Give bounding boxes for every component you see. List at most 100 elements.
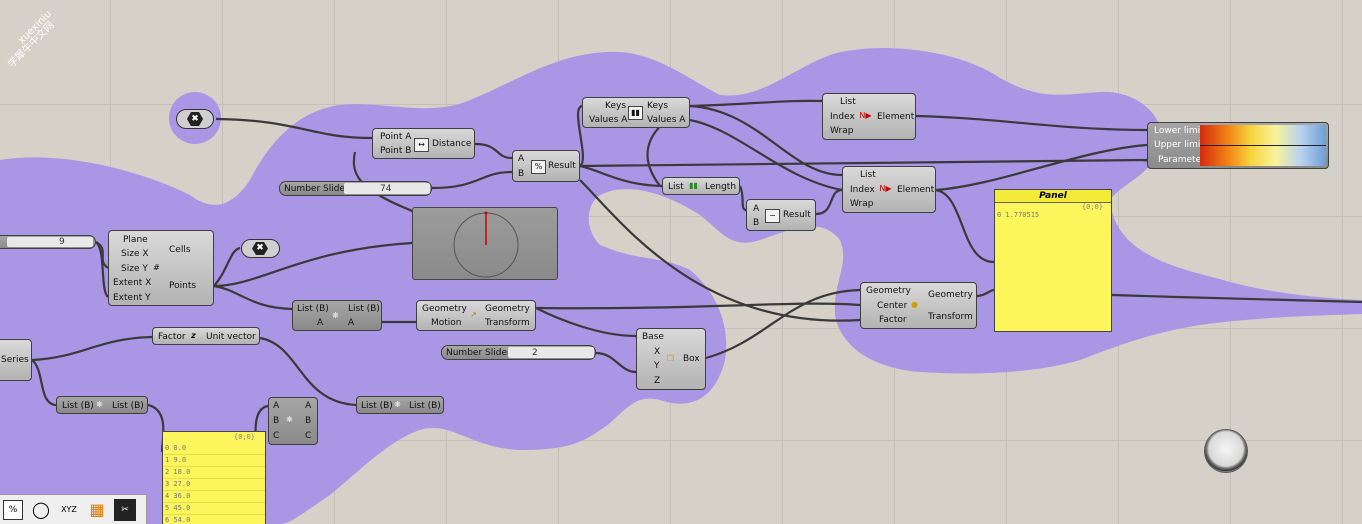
output-points[interactable]: Points	[169, 281, 197, 291]
geometry-tool-icon[interactable]: ◯	[32, 500, 50, 519]
output-geometry[interactable]: Geometry	[485, 304, 530, 314]
output-c[interactable]: C	[305, 431, 312, 441]
gradient-component[interactable]: Lower limit Upper limit Parameter	[1147, 122, 1329, 169]
output-keys[interactable]: Keys	[647, 101, 669, 111]
output-cells[interactable]: Cells	[169, 245, 191, 255]
input-index[interactable]: Index	[850, 185, 875, 195]
input-list-b[interactable]: List (B)	[297, 304, 329, 314]
output-b[interactable]: B	[305, 416, 312, 426]
number-slider-9[interactable]: 9	[0, 235, 96, 249]
gauge-preview[interactable]	[412, 207, 558, 280]
input-parameter[interactable]: Parameter	[1158, 155, 1205, 165]
output-list-b[interactable]: List (B)	[409, 401, 441, 411]
input-motion[interactable]: Motion	[431, 318, 462, 328]
slider-track[interactable]: 9	[7, 237, 93, 247]
input-values-a[interactable]: Values A	[589, 115, 628, 125]
output-transform[interactable]: Transform	[485, 318, 530, 328]
output-result[interactable]: Result	[783, 210, 811, 220]
panel-component[interactable]: Panel {0;0} 0 1.770515	[994, 189, 1112, 332]
input-list[interactable]: List	[668, 182, 684, 192]
hex-component-2[interactable]: ✖	[241, 239, 280, 258]
division-tool-icon[interactable]: %	[3, 500, 23, 520]
xyz-tool-icon[interactable]: XYZ	[61, 505, 77, 514]
number-slider-2[interactable]: Number Slider 2	[441, 345, 596, 360]
input-list-b[interactable]: List (B)	[361, 401, 393, 411]
output-transform[interactable]: Transform	[928, 312, 973, 322]
input-index[interactable]: Index	[830, 112, 855, 122]
input-size-y[interactable]: Size Y	[121, 264, 148, 274]
output-distance[interactable]: Distance	[432, 139, 472, 149]
input-b[interactable]: B	[518, 169, 525, 179]
output-values-a[interactable]: Values A	[647, 115, 686, 125]
grid-tool-icon[interactable]: ▦	[89, 500, 105, 519]
input-y[interactable]: Y	[654, 361, 660, 371]
output-list-b[interactable]: List (B)	[112, 401, 144, 411]
abc-component[interactable]: A B C ❋ A B C	[268, 397, 318, 445]
output-result[interactable]: Result	[548, 161, 576, 171]
input-c[interactable]: C	[273, 431, 280, 441]
input-x[interactable]: X	[654, 347, 661, 357]
tree-tool-icon[interactable]: ✂	[114, 499, 136, 521]
navigation-compass-icon[interactable]	[1205, 430, 1247, 472]
output-unit-vector[interactable]: Unit vector	[206, 332, 256, 342]
input-center[interactable]: Center	[877, 301, 908, 311]
hex-component-1[interactable]: ✖	[176, 109, 214, 129]
input-keys[interactable]: Keys	[605, 101, 627, 111]
cluster-group-shape[interactable]	[0, 48, 1362, 524]
input-a[interactable]: A	[273, 401, 280, 411]
input-list[interactable]: List	[860, 170, 876, 180]
input-wrap[interactable]: Wrap	[830, 126, 854, 136]
list-b-component-mid[interactable]: List (B) ❋ List (B)	[356, 396, 444, 414]
distance-component[interactable]: Point A Point B ↔ Distance	[372, 128, 475, 159]
output-length[interactable]: Length	[705, 182, 737, 192]
input-a[interactable]: A	[753, 204, 760, 214]
input-upper-limit[interactable]: Upper limit	[1154, 140, 1204, 150]
output-a[interactable]: A	[348, 318, 355, 328]
scale-component[interactable]: Geometry Center Factor ● Geometry Transf…	[860, 282, 977, 329]
output-series[interactable]: Series	[1, 355, 29, 365]
input-plane[interactable]: Plane	[123, 235, 148, 245]
sort-list-component[interactable]: Keys Values A ▮▮ Keys Values A	[582, 97, 690, 128]
input-list-b[interactable]: List (B)	[62, 401, 94, 411]
output-element[interactable]: Element	[877, 112, 915, 122]
input-b[interactable]: B	[273, 416, 280, 426]
series-component[interactable]: Series	[0, 339, 32, 381]
list-length-component[interactable]: List ▮▮ Length	[662, 177, 740, 195]
output-geometry[interactable]: Geometry	[928, 290, 973, 300]
subtraction-component[interactable]: A B − Result	[746, 199, 816, 231]
input-a[interactable]: A	[317, 318, 324, 328]
grid-component[interactable]: Plane Size X Size Y Extent X Extent Y # …	[108, 230, 214, 306]
input-base[interactable]: Base	[642, 332, 664, 342]
jitter-component[interactable]: List (B) A ❋ List (B) A	[292, 300, 382, 331]
input-extent-y[interactable]: Extent Y	[113, 293, 151, 303]
input-a[interactable]: A	[518, 154, 525, 164]
division-component[interactable]: A B % Result	[512, 150, 580, 182]
input-extent-x[interactable]: Extent X	[113, 278, 152, 288]
panel-component-2[interactable]: {0;0} 0 0.0 1 9.0 2 18.0 3 27.0 4 36.0 5…	[162, 431, 266, 524]
list-item-component-1[interactable]: List Index Wrap N▶ Element	[822, 93, 916, 140]
output-list-b[interactable]: List (B)	[348, 304, 380, 314]
input-wrap[interactable]: Wrap	[850, 199, 874, 209]
slider-track[interactable]: 2	[508, 347, 594, 358]
input-factor[interactable]: Factor	[879, 315, 907, 325]
input-size-x[interactable]: Size X	[121, 249, 149, 259]
output-box[interactable]: Box	[683, 354, 700, 364]
box-component[interactable]: Base X Y Z ❒ Box	[636, 328, 706, 390]
input-b[interactable]: B	[753, 218, 760, 228]
input-geometry[interactable]: Geometry	[866, 286, 911, 296]
input-lower-limit[interactable]: Lower limit	[1154, 126, 1204, 136]
unit-vector-component[interactable]: Factor z Unit vector	[152, 327, 260, 345]
output-element[interactable]: Element	[897, 185, 935, 195]
move-component[interactable]: Geometry Motion ↗ Geometry Transform	[416, 300, 536, 331]
input-factor[interactable]: Factor	[158, 332, 186, 342]
output-a[interactable]: A	[305, 401, 312, 411]
list-b-component-left[interactable]: List (B) ❋ List (B)	[56, 396, 148, 414]
list-item-component-2[interactable]: List Index Wrap N▶ Element	[842, 166, 936, 213]
gradient-bar[interactable]	[1200, 125, 1326, 166]
input-point-a[interactable]: Point A	[380, 132, 412, 142]
number-slider-74[interactable]: Number Slider 74	[279, 181, 432, 196]
input-list[interactable]: List	[840, 97, 856, 107]
slider-track[interactable]: 74	[344, 183, 430, 194]
input-geometry[interactable]: Geometry	[422, 304, 467, 314]
